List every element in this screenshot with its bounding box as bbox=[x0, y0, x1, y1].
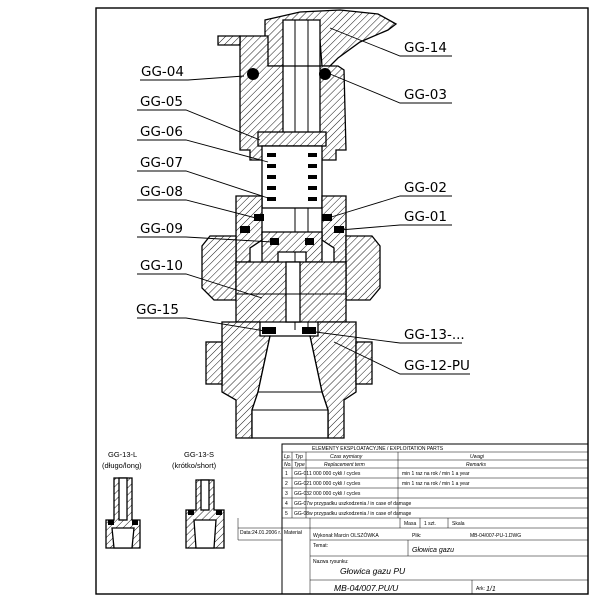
table-row-czas: w przypadku uszkodzenia / in case of dam… bbox=[309, 501, 411, 507]
detail-long: GG-13-L (długo/long) bbox=[102, 450, 142, 549]
upper-cap-left bbox=[217, 35, 241, 46]
table-row-typ: GG-01 bbox=[294, 471, 309, 477]
seal-gg09-left bbox=[270, 238, 279, 245]
oring-left-top bbox=[247, 68, 259, 80]
table-row-typ: GG-08 bbox=[294, 511, 309, 517]
table-row-typ: GG-03 bbox=[294, 491, 309, 497]
title-block: ELEMENTY EKSPLOATACYJNE / EXPLOITATION P… bbox=[237, 443, 589, 595]
header-typ: Typ bbox=[295, 454, 303, 460]
drawing-number: MB-04/007.PU/U bbox=[334, 583, 399, 593]
label-gg10: GG-10 bbox=[140, 258, 183, 274]
detail-long-title: GG-13-L bbox=[108, 450, 137, 459]
housing-nut-right bbox=[345, 235, 381, 301]
table-row-lp: 5 bbox=[285, 511, 288, 517]
seal-gg09-right bbox=[305, 238, 314, 245]
name-label: Nazwa rysunku: bbox=[313, 559, 349, 565]
table-row-typ: GG-02 bbox=[294, 481, 309, 487]
leader-lines bbox=[137, 27, 470, 375]
table-row-czas: 1 000 000 cykli / cycles bbox=[309, 471, 361, 477]
table-row-lp: 3 bbox=[285, 491, 288, 497]
valve-seat bbox=[261, 231, 323, 263]
label-gg05: GG-05 bbox=[140, 94, 183, 110]
seal-gg08 bbox=[254, 214, 264, 221]
central-passage bbox=[285, 261, 301, 323]
oring-right-top bbox=[319, 68, 331, 80]
label-gg02: GG-02 bbox=[404, 180, 447, 196]
spring bbox=[267, 153, 317, 201]
label-gg13: GG-13-... bbox=[404, 327, 465, 343]
label-gg06: GG-06 bbox=[140, 124, 183, 140]
side-bolt-right bbox=[355, 341, 373, 385]
side-bolt-left bbox=[205, 341, 223, 385]
material-label: Materiał bbox=[284, 530, 303, 536]
sheet-label: Ark: bbox=[476, 586, 485, 592]
header-czas: Czas wymiany bbox=[330, 454, 363, 460]
table-row-uwagi: min 1 raz na rok / min 1 a year bbox=[402, 471, 470, 477]
label-gg12: GG-12-PU bbox=[404, 358, 470, 374]
table-row-lp: 2 bbox=[285, 481, 288, 487]
detail-short-title: GG-13-S bbox=[184, 450, 214, 459]
header-uwagi: Uwagi bbox=[470, 454, 485, 460]
scale-label: Skala bbox=[452, 521, 465, 527]
central-stem bbox=[282, 19, 321, 67]
subject-value: Głowica gazu bbox=[412, 547, 454, 554]
file-value: MB-04/007-PU-1.DWG bbox=[470, 533, 521, 539]
mass-label: Masa bbox=[404, 521, 416, 527]
seal-gg15-right bbox=[302, 327, 316, 334]
table-row-lp: 4 bbox=[285, 501, 288, 507]
header-no: No. bbox=[284, 462, 292, 468]
label-gg07: GG-07 bbox=[140, 155, 183, 171]
label-gg08: GG-08 bbox=[140, 184, 183, 200]
seal-gg01 bbox=[334, 226, 344, 233]
quantity-value: 1 szt. bbox=[424, 521, 436, 527]
label-gg15: GG-15 bbox=[136, 302, 179, 318]
label-gg03: GG-03 bbox=[404, 87, 447, 103]
parts-table-title: ELEMENTY EKSPLOATACYJNE / EXPLOITATION P… bbox=[312, 446, 444, 452]
housing-nut-left bbox=[201, 235, 237, 301]
detail-short: GG-13-S (krótko/short) bbox=[172, 450, 225, 549]
header-type: Type bbox=[294, 462, 305, 468]
file-label: Plik: bbox=[412, 533, 421, 539]
table-row-czas: 2 000 000 cykli / cycles bbox=[309, 491, 361, 497]
header-lp: Lp. bbox=[284, 454, 291, 460]
label-gg01: GG-01 bbox=[404, 209, 447, 225]
detail-long-caption: (długo/long) bbox=[102, 461, 142, 470]
guide-ring bbox=[257, 131, 327, 147]
table-row-typ: GG-07 bbox=[294, 501, 309, 507]
detail-short-caption: (krótko/short) bbox=[172, 461, 217, 470]
sheet-value: 1/1 bbox=[486, 586, 496, 593]
header-czas-en: Replacement term bbox=[324, 462, 365, 468]
table-row-czas: 1 000 000 cykli / cycles bbox=[309, 481, 361, 487]
label-gg04: GG-04 bbox=[141, 64, 184, 80]
seal-gg15-left bbox=[262, 327, 276, 334]
table-row-uwagi: min 1 raz na rok / min 1 a year bbox=[402, 481, 470, 487]
date-value: Data:24.01.2006 r. bbox=[240, 530, 281, 536]
seal-gg02 bbox=[322, 214, 332, 221]
valve-cross-section bbox=[201, 9, 398, 439]
table-row-lp: 1 bbox=[285, 471, 288, 477]
drawing-name: Głowica gazu PU bbox=[340, 566, 406, 576]
label-gg09: GG-09 bbox=[140, 221, 183, 237]
seal-left-mid bbox=[240, 226, 250, 233]
header-uwagi-en: Remarks bbox=[466, 462, 487, 468]
designer-value: Marcin OLSZÓWKA bbox=[334, 532, 379, 539]
nozzle-bore bbox=[251, 335, 329, 439]
designer-label: Wykonał: bbox=[313, 533, 334, 539]
label-gg14: GG-14 bbox=[404, 40, 447, 56]
table-row-czas: w przypadku uszkodzenia / in case of dam… bbox=[309, 511, 411, 517]
subject-label: Temat: bbox=[313, 543, 328, 549]
